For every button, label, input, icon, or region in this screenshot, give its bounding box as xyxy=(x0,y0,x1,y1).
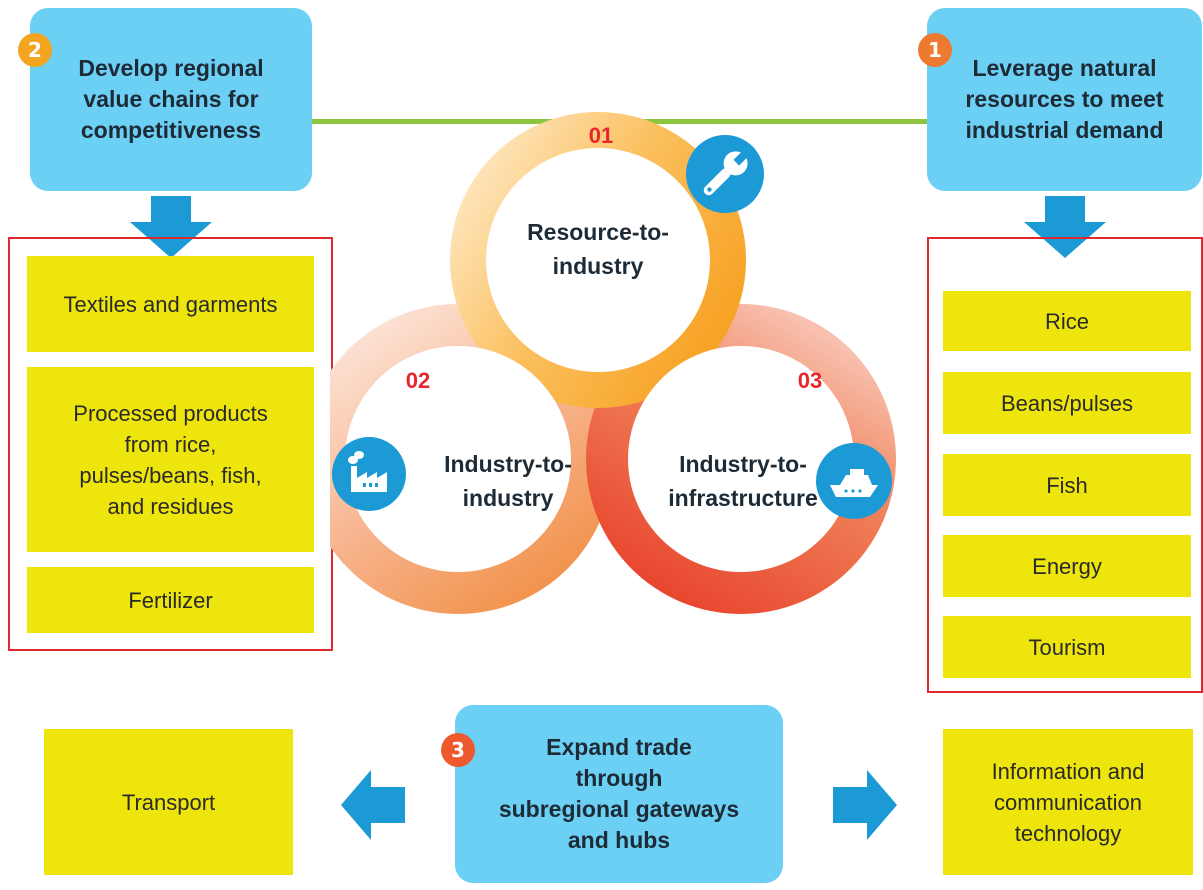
ring-02-inner xyxy=(345,346,571,572)
goal-2-line: value chains for xyxy=(83,86,259,112)
goal-3-line: through xyxy=(575,765,663,791)
goal-3-text: Expand trade through subregional gateway… xyxy=(499,732,739,856)
left-list-item-line: pulses/beans, fish, xyxy=(79,462,262,488)
left-arrow-icon xyxy=(341,770,405,840)
goal-1-line: industrial demand xyxy=(965,117,1164,143)
right-list-item: Fish xyxy=(943,454,1191,516)
right-list-item: Rice xyxy=(943,291,1191,351)
goal-2-box: Develop regional value chains for compet… xyxy=(30,8,312,191)
goal-1-badge: 1 xyxy=(918,33,952,67)
ring-03-label: Industry-to- xyxy=(679,451,807,477)
left-list-item: Fertilizer xyxy=(27,567,314,633)
goal-2-line: Develop regional xyxy=(78,55,264,81)
right-list-frame xyxy=(927,237,1203,693)
goal-2-badge: 2 xyxy=(18,33,52,67)
goal-2-line: competitiveness xyxy=(80,117,262,143)
right-list-item: Tourism xyxy=(943,616,1191,678)
ring-03-label: infrastructure xyxy=(668,485,818,511)
factory-icon xyxy=(332,437,406,511)
goal-3-line: subregional gateways xyxy=(498,796,740,822)
ring-02-label: industry xyxy=(463,485,554,511)
cycle-diagram: 01 02 03 Resource-to- industry Industry-… xyxy=(330,112,896,614)
ring-01-label: industry xyxy=(553,253,644,279)
ring-01-number: 01 xyxy=(589,123,613,148)
ring-01-inner xyxy=(486,148,710,372)
right-list-item: Energy xyxy=(943,535,1191,597)
goal-1-box: Leverage natural resources to meet indus… xyxy=(927,8,1202,191)
ring-02-label: Industry-to- xyxy=(444,451,572,477)
left-list-item: Textiles and garments xyxy=(27,256,314,352)
bottom-right-box: Information and communication technology xyxy=(943,729,1193,875)
goal-2-text: Develop regional value chains for compet… xyxy=(78,53,263,146)
bottom-left-box: Transport xyxy=(44,729,293,875)
down-arrow-right-icon xyxy=(1024,196,1106,258)
goal-1-text: Leverage natural resources to meet indus… xyxy=(965,53,1163,146)
bottom-right-line: technology xyxy=(1014,820,1122,846)
bottom-right-line: communication xyxy=(994,789,1142,815)
left-list-item-line: Textiles and garments xyxy=(63,291,278,317)
goal-3-line: Expand trade xyxy=(546,734,692,760)
left-list-item-line: from rice, xyxy=(124,431,217,457)
left-list-item: Processed products from rice, pulses/bea… xyxy=(27,367,314,552)
left-list-item-line: and residues xyxy=(107,493,234,519)
down-arrow-left-icon xyxy=(130,196,212,258)
goal-1-line: Leverage natural xyxy=(972,55,1157,81)
goal-1-line: resources to meet xyxy=(965,86,1164,112)
boat-icon xyxy=(816,443,892,519)
left-list-item-line: Fertilizer xyxy=(128,587,213,613)
ring-01-label: Resource-to- xyxy=(527,219,669,245)
goal-3-box: Expand trade through subregional gateway… xyxy=(455,705,783,883)
right-list-item: Beans/pulses xyxy=(943,372,1191,434)
goal-3-line: and hubs xyxy=(567,827,671,853)
bottom-right-line: Information and xyxy=(991,758,1145,784)
left-list-item-line: Processed products xyxy=(73,400,268,426)
ring-02-number: 02 xyxy=(406,368,430,393)
ring-03-number: 03 xyxy=(798,368,822,393)
goal-3-badge: 3 xyxy=(441,733,475,767)
ring-03-inner xyxy=(628,346,854,572)
wrench-icon xyxy=(686,135,764,213)
right-arrow-icon xyxy=(833,770,897,840)
